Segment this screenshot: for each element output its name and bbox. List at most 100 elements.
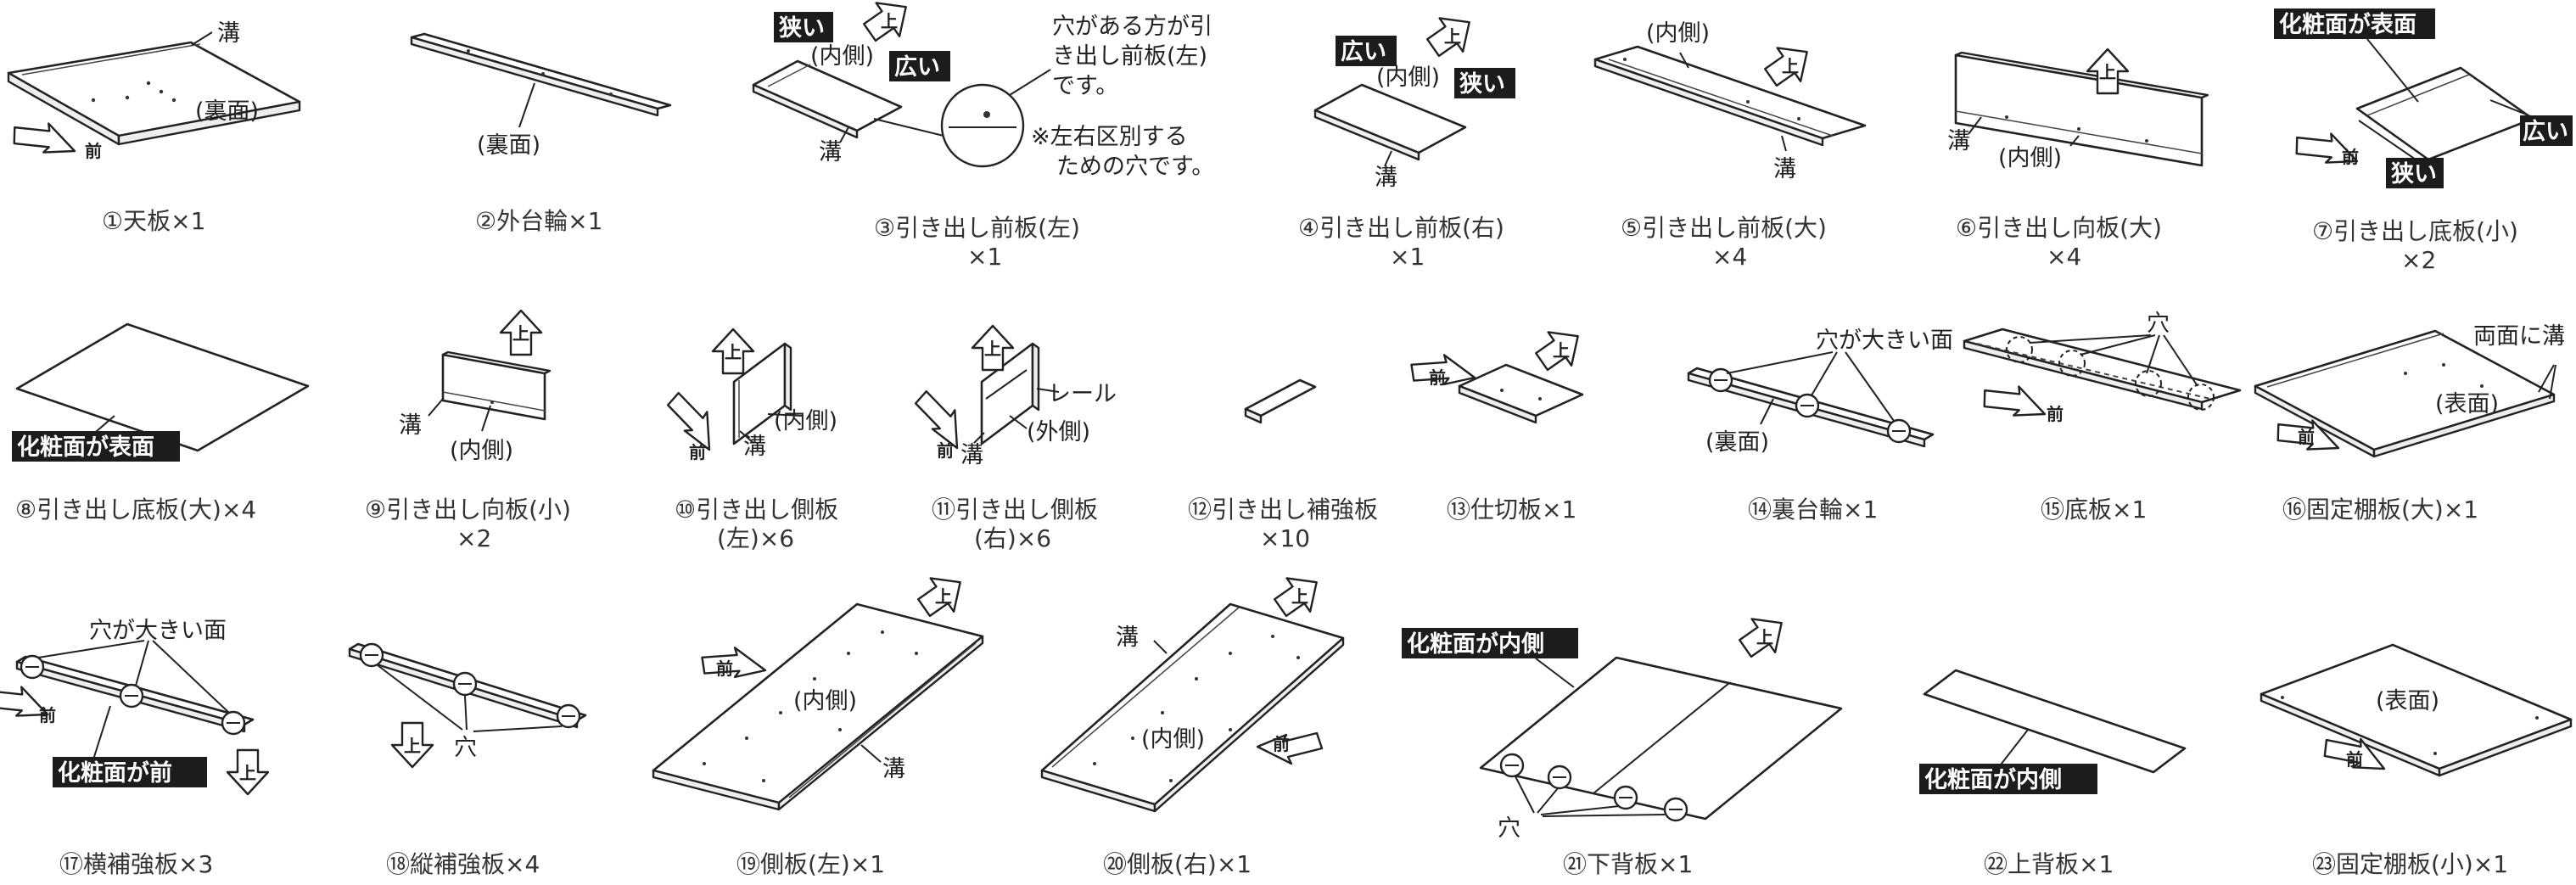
part-17-finish-tag — [53, 757, 207, 787]
part-5-groove-label: 溝 — [1773, 156, 1796, 182]
part-16-face-label: (表面) — [2435, 391, 2499, 417]
part-5-caption-line-1: ⑤引き出し前板(大) — [1621, 214, 1827, 242]
part-8-drawer-bottom-large: 化粧面が表面 ⑧引き出し底板(大)×4 — [12, 322, 310, 524]
part-20-up-label: 上 — [1291, 586, 1308, 607]
part-19-front-label: 前 — [716, 658, 733, 679]
part-13-front-label: 前 — [1429, 367, 1446, 388]
part-6-up-label: 上 — [2099, 62, 2116, 82]
part-5-caption-line-2: ×4 — [1712, 243, 1747, 271]
part-8-finish-tag — [12, 431, 180, 462]
part-10-up-label: 上 — [725, 342, 742, 362]
part-22-finish-tag — [1919, 764, 2097, 794]
part-21-hole-label: 穴 — [1498, 815, 1520, 842]
part-6-groove-label: 溝 — [1947, 128, 1970, 154]
part-3-note2-line-2: ための穴です。 — [1056, 154, 1214, 180]
part-19-up-label: 上 — [935, 586, 952, 607]
part-3-inner-label: (内側) — [810, 43, 874, 70]
part-16-both-groove-label: 両面に溝 — [2473, 323, 2565, 350]
part-21-up-label: 上 — [1756, 627, 1773, 647]
part-10-caption-line-1: ⑩引き出し側板 — [675, 496, 838, 524]
part-13-divider: 前 上 ⑬仕切板×1 — [1408, 318, 1591, 524]
part-7-drawer-bottom-small: 化粧面が表面 広い 狭い 前 ⑦引き出し底板(小) ×2 — [2274, 8, 2573, 274]
part-2-caption: ②外台輪×1 — [475, 207, 602, 235]
part-10-drawer-side-left: (内側) 溝 上 前 ⑩引き出し側板 (左)×6 — [664, 328, 838, 552]
part-9-caption-line-2: ×2 — [456, 524, 491, 552]
part-21-lower-back-panel: 穴 化粧面が内側 上 ㉑下背板×1 — [1402, 605, 1843, 878]
part-11-caption-line-1: ⑪引き出し側板 — [932, 496, 1098, 524]
part-10-groove-label: 溝 — [743, 434, 766, 460]
part-19-groove-label: 溝 — [882, 756, 905, 782]
front-arrow-icon — [1256, 731, 1324, 765]
part-20-side-board-right: 溝 (内側) 前 上 ⑳側板(右)×1 — [1040, 564, 1345, 878]
part-7-finish-tag — [2274, 8, 2435, 39]
part-13-caption: ⑬仕切板×1 — [1447, 496, 1576, 524]
part-12-caption-line-1: ⑫引き出し補強板 — [1188, 496, 1378, 524]
part-23-caption: ㉓固定棚板(小)×1 — [2312, 850, 2508, 878]
part-10-inner-label: (内側) — [774, 408, 837, 434]
part-17-caption: ⑰横補強板×3 — [59, 850, 213, 878]
part-4-wide-tag — [1336, 36, 1397, 66]
part-3-note-line-2: き出し前板(左) — [1052, 43, 1207, 70]
part-5-up-label: 上 — [1782, 56, 1799, 76]
part-3-up-label: 上 — [881, 11, 898, 31]
part-4-inner-label: (内側) — [1376, 64, 1440, 91]
part-22-finish-label: 化粧面が内側 — [1924, 766, 2062, 793]
part-4-up-label: 上 — [1444, 26, 1461, 47]
part-22-caption: ㉒上背板×1 — [1984, 850, 2114, 878]
part-12-caption-line-2: ×10 — [1260, 524, 1310, 552]
part-14-back-base-rail: 穴が大きい面 (裏面) ⑭裏台輪×1 — [1687, 328, 1953, 524]
part-4-narrow-tag — [1454, 68, 1515, 98]
part-11-front-label: 前 — [937, 440, 954, 461]
front-arrow-icon — [1978, 375, 2052, 428]
part-17-horizontal-reinforcement: 穴が大きい面 化粧面が前 前 上 ⑰横補強板×3 — [0, 618, 270, 878]
part-4-drawer-front-right: 広い 狭い (内側) 溝 上 ④引き出し前板(右) ×1 — [1298, 4, 1515, 271]
part-4-caption-line-1: ④引き出し前板(右) — [1298, 214, 1504, 242]
part-1-face-label: (裏面) — [195, 98, 259, 125]
part-22-upper-back-panel: 化粧面が内側 ㉒上背板×1 — [1919, 669, 2187, 878]
part-21-finish-label: 化粧面が内側 — [1407, 630, 1544, 658]
part-6-inner-label: (内側) — [1998, 145, 2062, 171]
part-16-fixed-shelf-large: 両面に溝 (表面) 前 ⑯固定棚板(大)×1 — [2254, 323, 2565, 524]
part-4-wide-label: 広い — [1341, 38, 1386, 65]
front-arrow-icon — [698, 641, 770, 685]
part-9-up-label: 上 — [512, 323, 529, 344]
part-2-face-label: (裏面) — [477, 132, 540, 159]
part-15-front-label: 前 — [2047, 404, 2064, 424]
part-3-note-line-3: です。 — [1052, 73, 1118, 99]
part-3-note-line-1: 穴がある方が引 — [1052, 14, 1212, 40]
part-5-inner-label: (内側) — [1646, 20, 1710, 47]
part-7-wide-tag — [2520, 115, 2573, 146]
part-15-bottom-board: 穴 前 ⑮底板×1 — [1963, 311, 2242, 524]
part-12-drawer-reinforcement: ⑫引き出し補強板 ×10 — [1188, 378, 1378, 552]
part-6-caption-line-1: ⑥引き出し向板(大) — [1956, 214, 2162, 242]
part-1-caption: ①天板×1 — [102, 207, 205, 235]
front-arrow-icon — [8, 112, 82, 165]
part-9-inner-label: (内側) — [450, 438, 513, 464]
part-20-caption: ⑳側板(右)×1 — [1103, 850, 1252, 878]
part-11-up-label: 上 — [984, 339, 1001, 359]
part-7-narrow-tag — [2386, 158, 2444, 188]
part-11-drawer-side-right: レール (外側) 溝 上 前 ⑪引き出し側板 (右)×6 — [911, 324, 1117, 552]
part-15-hole-label: 穴 — [2147, 311, 2170, 337]
part-4-narrow-label: 狭い — [1459, 71, 1505, 98]
part-17-finish-label: 化粧面が前 — [58, 759, 172, 787]
part-19-inner-label: (内側) — [793, 688, 857, 714]
part-23-face-label: (表面) — [2376, 688, 2439, 714]
part-7-wide-label: 広い — [2523, 118, 2568, 145]
part-17-front-label: 前 — [39, 705, 56, 725]
part-3-caption-line-1: ③引き出し前板(左) — [874, 214, 1080, 242]
part-3-caption-line-2: ×1 — [967, 243, 1002, 271]
part-16-front-label: 前 — [2298, 427, 2315, 447]
part-14-big-hole-label: 穴が大きい面 — [1816, 328, 1953, 354]
part-20-groove-label: 溝 — [1116, 625, 1139, 651]
part-21-caption: ㉑下背板×1 — [1563, 850, 1693, 878]
part-18-vertical-reinforcement: 穴 上 ⑱縦補強板×4 — [348, 642, 587, 878]
part-11-rail-label: レール — [1048, 381, 1117, 407]
part-3-drawer-front-left: 狭い 広い (内側) 溝 上 穴がある方が引 き出し前板(左) です。 ※左右区… — [752, 0, 1214, 271]
part-7-caption-line-2: ×2 — [2401, 246, 2436, 274]
part-7-caption-line-1: ⑦引き出し底板(小) — [2312, 217, 2518, 245]
part-6-drawer-back-large: 溝 (内側) 上 ⑥引き出し向板(大) ×4 — [1947, 48, 2209, 271]
part-1-top-board: 溝 (裏面) 前 ①天板×1 — [7, 20, 301, 235]
part-23-fixed-shelf-small: (表面) 前 ㉓固定棚板(小)×1 — [2260, 643, 2573, 878]
